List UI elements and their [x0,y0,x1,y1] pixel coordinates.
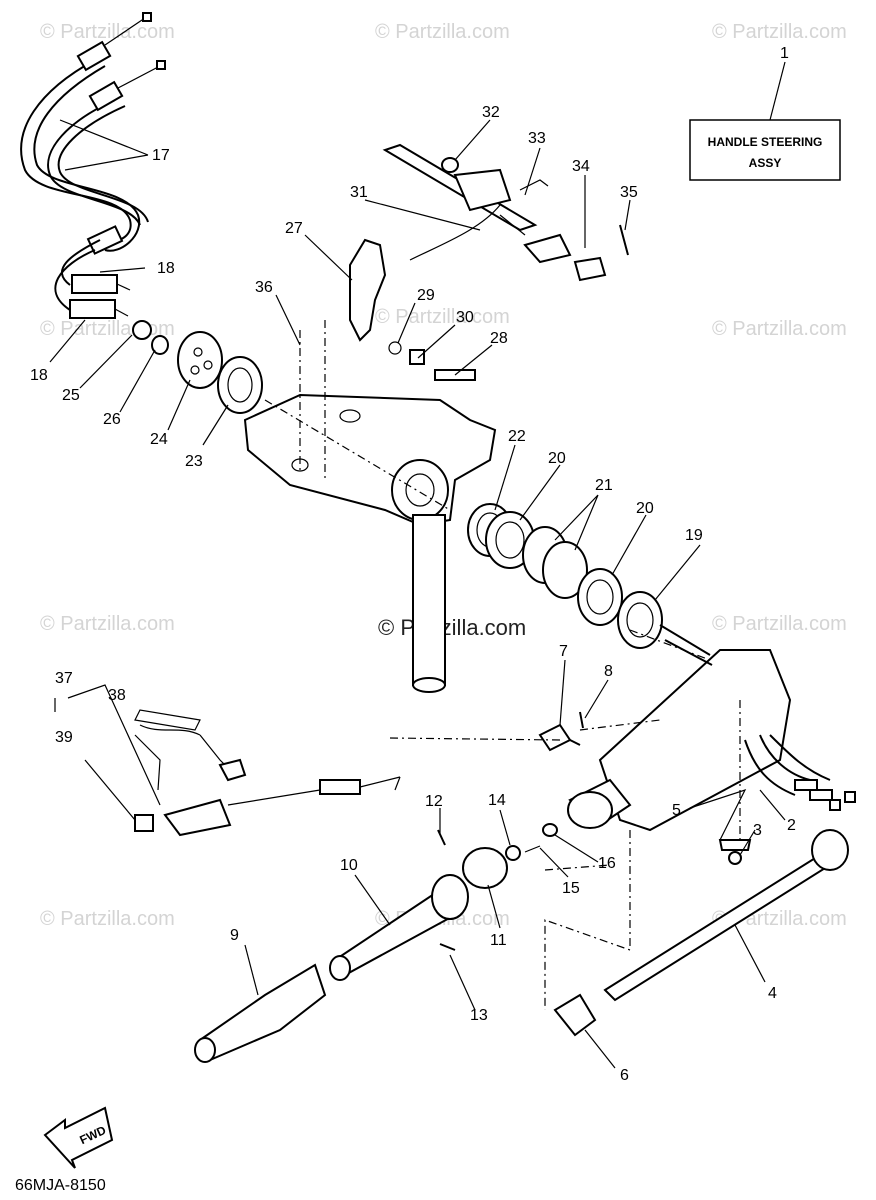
callout-14[interactable]: 14 [488,792,506,809]
callout-39[interactable]: 39 [55,729,73,746]
swivel-bracket [243,393,497,693]
center-lines [264,320,741,1010]
callout-31[interactable]: 31 [350,184,368,201]
watermark: © Partzilla.com [712,613,847,635]
callout-13[interactable]: 13 [470,1007,488,1024]
callout-7[interactable]: 7 [559,643,568,660]
leader-lines [49,61,786,1069]
callout-8[interactable]: 8 [604,663,613,680]
callout-11[interactable]: 11 [490,932,507,949]
callout-36[interactable]: 36 [255,279,273,296]
callout-26[interactable]: 26 [103,411,121,428]
callout-33[interactable]: 33 [528,130,546,147]
callout-32[interactable]: 32 [482,104,500,121]
callout-25[interactable]: 25 [62,387,80,404]
center-watermark: © Partzilla.com [378,615,526,640]
callout-12[interactable]: 12 [425,793,443,810]
callout-9[interactable]: 9 [230,927,239,944]
watermark: © Partzilla.com [712,21,847,43]
steering-rod [553,829,849,1037]
callout-34[interactable]: 34 [572,158,590,175]
watermark: © Partzilla.com [40,21,175,43]
callout-38[interactable]: 38 [108,687,126,704]
callouts: 1 2 3 4 5 6 7 8 9 10 11 12 13 14 15 16 1… [30,45,796,1084]
upper-linkage [382,143,629,282]
throttle-grip-parts [194,823,558,1063]
callout-20-a[interactable]: 20 [548,450,566,467]
callout-15[interactable]: 15 [562,880,580,897]
callout-4[interactable]: 4 [768,985,777,1002]
steering-arm [567,624,856,865]
callout-23[interactable]: 23 [185,453,203,470]
watermark: © Partzilla.com [40,318,175,340]
callout-6[interactable]: 6 [620,1067,629,1084]
callout-30[interactable]: 30 [456,309,474,326]
watermarks: © Partzilla.com © Partzilla.com © Partzi… [40,21,847,930]
callout-5[interactable]: 5 [672,802,681,819]
callout-21[interactable]: 21 [595,477,613,494]
callout-10[interactable]: 10 [340,857,358,874]
control-cables [20,12,166,319]
cable-bracket-parts [132,320,223,389]
watermark: © Partzilla.com [375,21,510,43]
washers [467,503,663,649]
callout-35[interactable]: 35 [620,184,638,201]
watermark: © Partzilla.com [40,613,175,635]
callout-20-b[interactable]: 20 [636,500,654,517]
label-line-1: HANDLE STEERING [708,135,823,149]
parts-7-8 [538,711,584,752]
diagram-code: 66MJA-8150 [15,1177,106,1194]
handle-steering-label: HANDLE STEERING ASSY [689,119,841,181]
watermark: © Partzilla.com [712,318,847,340]
watermark: © Partzilla.com [375,306,510,328]
callout-18-a[interactable]: 18 [157,260,175,277]
callout-16[interactable]: 16 [598,855,616,872]
label-line-2: ASSY [749,156,782,170]
stop-switch-assembly [134,709,401,837]
callout-3[interactable]: 3 [753,822,762,839]
fwd-arrow: FWD [43,1106,114,1169]
callout-2[interactable]: 2 [787,817,796,834]
callout-22[interactable]: 22 [508,428,526,445]
callout-28[interactable]: 28 [490,330,508,347]
callout-27[interactable]: 27 [285,220,303,237]
callout-24[interactable]: 24 [150,431,168,448]
watermark: © Partzilla.com [40,908,175,930]
callout-18-b[interactable]: 18 [30,367,48,384]
callout-1[interactable]: 1 [780,45,789,62]
callout-19[interactable]: 19 [685,527,703,544]
callout-37[interactable]: 37 [55,670,73,687]
callout-29[interactable]: 29 [417,287,435,304]
seal-23 [217,356,263,414]
callout-17[interactable]: 17 [152,147,170,164]
